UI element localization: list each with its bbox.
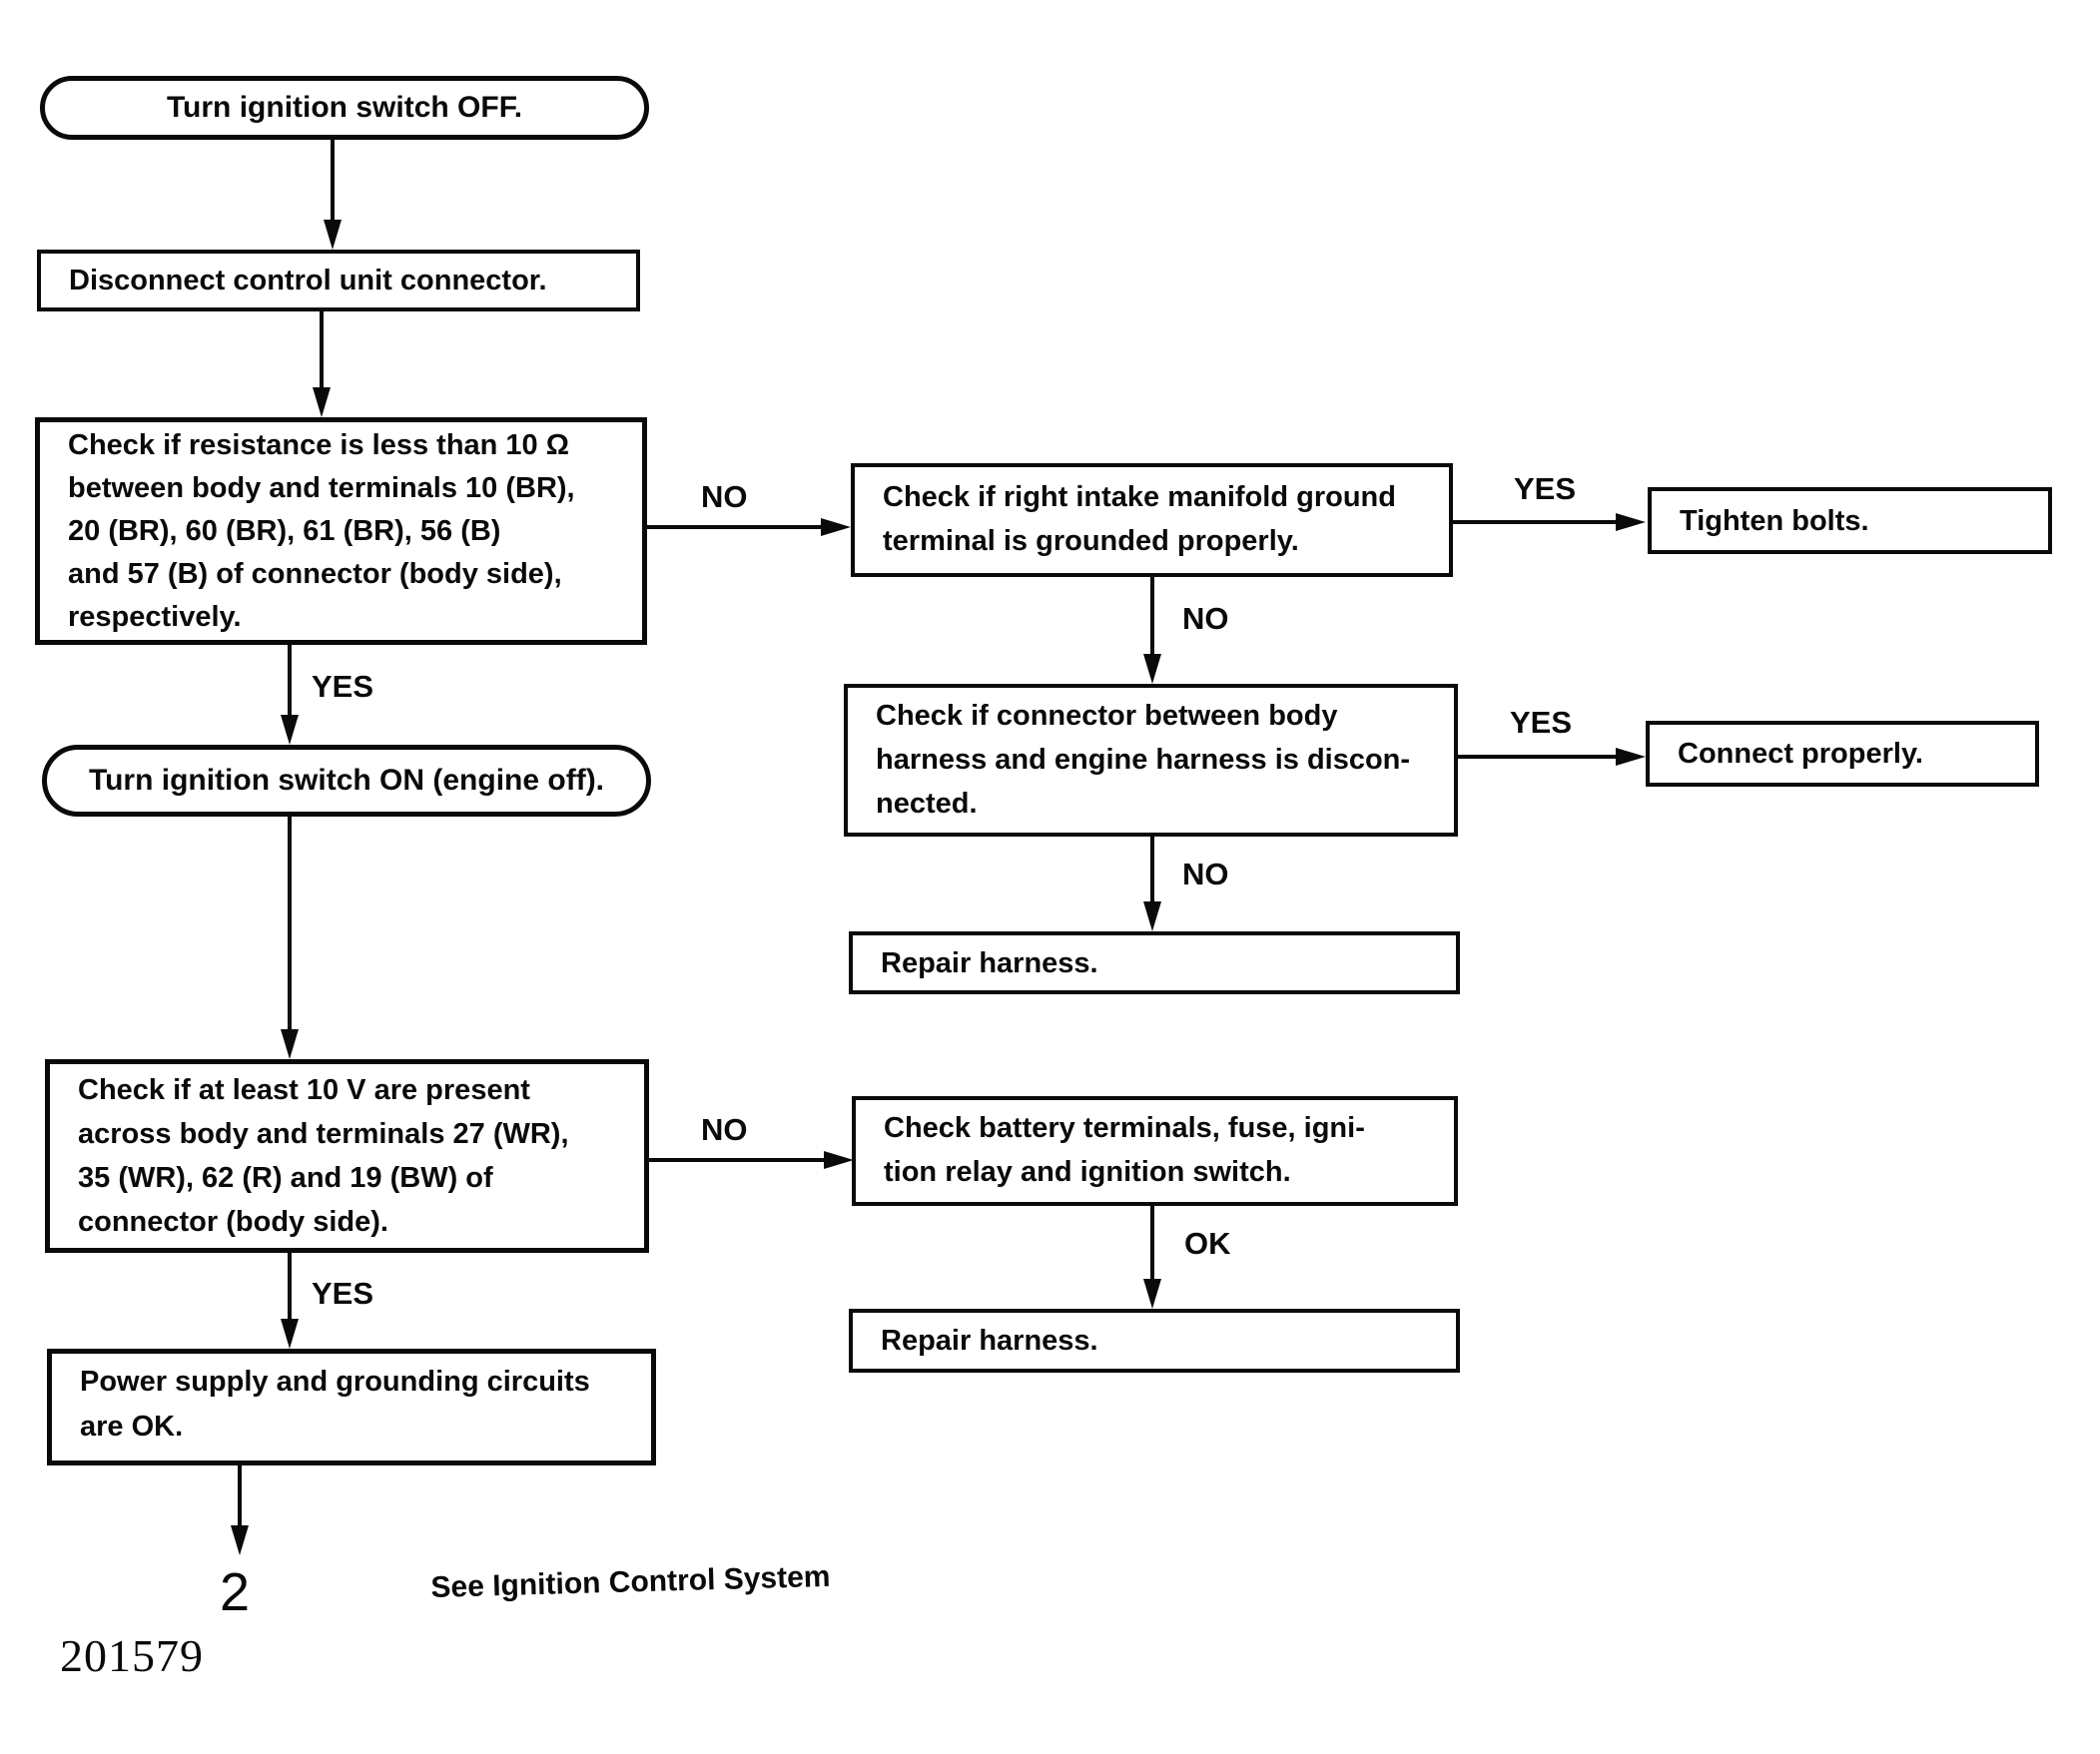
node-text: Repair harness. bbox=[881, 946, 1098, 979]
flow-line bbox=[649, 1158, 826, 1162]
flow-line bbox=[288, 1253, 292, 1321]
label-yes: YES bbox=[312, 1276, 374, 1311]
arrow-down-icon bbox=[1143, 654, 1161, 684]
node-battery-check: Check battery terminals, fuse, igni- tio… bbox=[852, 1096, 1458, 1206]
node-text-line: Check if at least 10 V are present bbox=[78, 1074, 530, 1106]
arrow-right-icon bbox=[821, 518, 851, 536]
node-text-line: 20 (BR), 60 (BR), 61 (BR), 56 (B) bbox=[68, 515, 501, 547]
node-text-line: terminal is grounded properly. bbox=[883, 525, 1299, 557]
node-text: Disconnect control unit connector. bbox=[69, 265, 547, 296]
arrow-right-icon bbox=[824, 1151, 854, 1169]
node-text-line: tion relay and ignition switch. bbox=[884, 1156, 1291, 1188]
node-text: Tighten bolts. bbox=[1680, 504, 1869, 537]
node-text: Connect properly. bbox=[1678, 738, 1923, 770]
flow-line bbox=[238, 1465, 242, 1527]
arrow-down-icon bbox=[324, 220, 342, 250]
node-text: Repair harness. bbox=[881, 1325, 1098, 1357]
arrow-down-icon bbox=[281, 1029, 299, 1059]
label-yes: YES bbox=[1510, 705, 1573, 740]
arrow-down-icon bbox=[281, 715, 299, 745]
node-connect-properly: Connect properly. bbox=[1646, 721, 2039, 787]
node-text-line: Check if right intake manifold ground bbox=[883, 481, 1396, 513]
arrow-down-icon bbox=[231, 1525, 249, 1555]
label-yes: YES bbox=[1514, 471, 1577, 506]
arrow-right-icon bbox=[1616, 513, 1646, 531]
flow-line bbox=[288, 817, 292, 1031]
label-no: NO bbox=[701, 1112, 748, 1147]
node-voltage-check: Check if at least 10 V are present acros… bbox=[45, 1059, 649, 1253]
node-repair-harness-2: Repair harness. bbox=[849, 1309, 1460, 1373]
node-turn-ignition-on: Turn ignition switch ON (engine off). bbox=[42, 745, 651, 817]
node-text-line: are OK. bbox=[80, 1411, 184, 1443]
label-no: NO bbox=[1182, 601, 1229, 636]
flow-line bbox=[331, 140, 335, 222]
node-text-line: Check battery terminals, fuse, igni- bbox=[884, 1112, 1365, 1144]
node-power-supply-ok: Power supply and grounding circuits are … bbox=[47, 1349, 656, 1465]
arrow-down-icon bbox=[313, 387, 331, 417]
arrow-down-icon bbox=[1143, 1279, 1161, 1309]
node-turn-ignition-off: Turn ignition switch OFF. bbox=[40, 76, 649, 140]
node-text-line: nected. bbox=[876, 788, 978, 820]
flow-line bbox=[1150, 1206, 1154, 1281]
node-resistance-check: Check if resistance is less than 10 Ω be… bbox=[35, 417, 647, 645]
arrow-right-icon bbox=[1616, 748, 1646, 766]
flow-line bbox=[1453, 520, 1618, 524]
node-repair-harness-1: Repair harness. bbox=[849, 931, 1460, 994]
flow-line bbox=[288, 645, 292, 717]
document-number: 201579 bbox=[60, 1630, 204, 1681]
arrow-down-icon bbox=[281, 1319, 299, 1349]
node-text-line: between body and terminals 10 (BR), bbox=[68, 472, 575, 504]
label-no: NO bbox=[701, 479, 748, 514]
label-no: NO bbox=[1182, 857, 1229, 891]
node-text-line: Check if connector between body bbox=[876, 700, 1338, 732]
label-yes: YES bbox=[312, 669, 374, 704]
see-note-text: See Ignition Control System bbox=[430, 1559, 831, 1605]
node-text-line: respectively. bbox=[68, 601, 242, 633]
node-text-line: and 57 (B) of connector (body side), bbox=[68, 558, 562, 590]
node-text-line: 35 (WR), 62 (R) and 19 (BW) of bbox=[78, 1162, 493, 1194]
node-text: Turn ignition switch OFF. bbox=[166, 91, 523, 124]
label-ok: OK bbox=[1184, 1226, 1231, 1261]
flow-line bbox=[320, 311, 324, 389]
flow-line bbox=[1150, 577, 1154, 656]
page-reference-number: 2 bbox=[220, 1562, 251, 1622]
node-text-line: harness and engine harness is discon- bbox=[876, 744, 1411, 776]
node-tighten-bolts: Tighten bolts. bbox=[1648, 487, 2052, 554]
node-text: Turn ignition switch ON (engine off). bbox=[88, 764, 605, 797]
node-text-line: Power supply and grounding circuits bbox=[80, 1366, 590, 1398]
node-disconnect-connector: Disconnect control unit connector. bbox=[37, 250, 640, 311]
node-manifold-ground-check: Check if right intake manifold ground te… bbox=[851, 463, 1453, 577]
node-harness-connector-check: Check if connector between body harness … bbox=[844, 684, 1458, 837]
flow-line bbox=[1458, 755, 1618, 759]
arrow-down-icon bbox=[1143, 901, 1161, 931]
flow-line bbox=[647, 525, 823, 529]
node-text-line: across body and terminals 27 (WR), bbox=[78, 1118, 569, 1150]
node-text-line: connector (body side). bbox=[78, 1206, 388, 1238]
flow-line bbox=[1150, 837, 1154, 903]
node-text-line: Check if resistance is less than 10 Ω bbox=[68, 429, 569, 461]
